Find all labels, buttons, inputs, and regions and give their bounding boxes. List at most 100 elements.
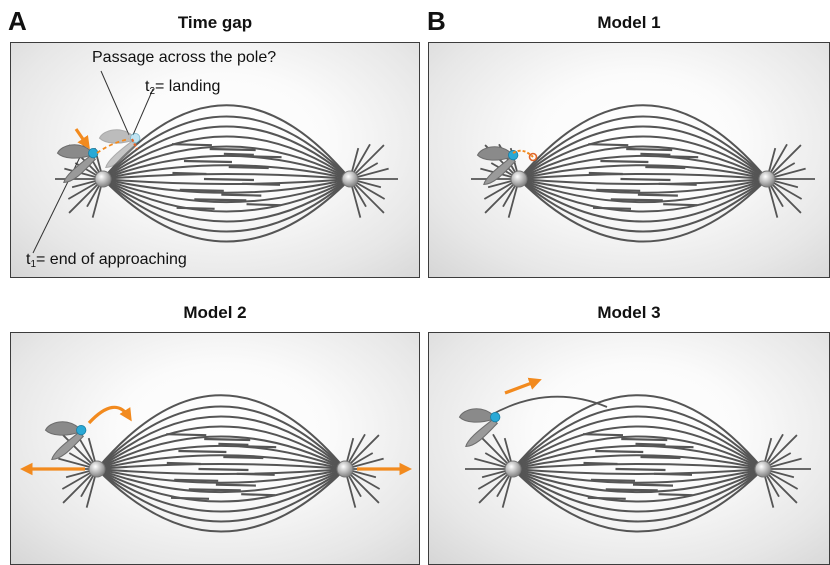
microtubule bbox=[102, 115, 351, 180]
microtubule bbox=[512, 425, 764, 470]
microtubule-fragment bbox=[583, 461, 618, 466]
microtubule-fragment bbox=[179, 188, 224, 192]
title-model-3: Model 3 bbox=[597, 303, 661, 322]
microtubule-fragment bbox=[640, 152, 671, 156]
microtubule-fragment bbox=[203, 177, 254, 182]
microtubule-fragment bbox=[662, 155, 699, 159]
microtubule bbox=[96, 463, 346, 470]
kinetochore bbox=[130, 132, 141, 144]
microtubule-fragment bbox=[658, 493, 693, 497]
microtubule-fragment bbox=[615, 467, 666, 472]
microtubule bbox=[102, 178, 351, 213]
microtubule bbox=[96, 468, 346, 494]
microtubule-fragment bbox=[218, 442, 249, 446]
spindle-diagram-model-2 bbox=[19, 394, 413, 533]
microtubule-fragment bbox=[242, 182, 281, 186]
microtubule-fragment bbox=[221, 193, 262, 197]
panel-letter-a: A bbox=[8, 6, 27, 36]
microtubule-fragment bbox=[588, 171, 623, 176]
microtubule-fragment bbox=[653, 472, 693, 476]
microtubule bbox=[512, 444, 764, 470]
microtubule-fragment bbox=[663, 203, 698, 207]
pointer-line-t2 bbox=[132, 88, 154, 136]
microtubule-fragment bbox=[166, 461, 201, 466]
microtubule-fragment bbox=[176, 206, 215, 210]
microtubule-fragment bbox=[228, 165, 269, 170]
panel-model-1 bbox=[428, 42, 830, 278]
centrosome-right bbox=[758, 170, 776, 188]
microtubule bbox=[518, 178, 768, 223]
label-t2-landing: t2= landing bbox=[145, 78, 221, 97]
microtubule-fragment bbox=[605, 488, 658, 492]
microtubule-fragment bbox=[198, 467, 249, 472]
chromosome bbox=[44, 421, 87, 461]
label-passage-question: Passage across the pole? bbox=[92, 49, 277, 66]
chromosome-arm bbox=[56, 144, 92, 159]
panel-letter-b: B bbox=[427, 6, 446, 36]
spindle bbox=[471, 104, 815, 243]
microtubule-fragment bbox=[194, 198, 247, 202]
microtubule-fragment bbox=[620, 177, 671, 182]
microtubule-fragment bbox=[178, 449, 227, 454]
microtubule bbox=[96, 468, 346, 533]
chromosome-arm bbox=[63, 154, 97, 184]
chromosome-arm bbox=[44, 421, 80, 436]
kinetochore bbox=[88, 147, 99, 159]
microtubule bbox=[518, 135, 768, 180]
microtubule bbox=[512, 468, 764, 475]
microtubule-fragment bbox=[223, 455, 264, 460]
centrosome-right bbox=[754, 460, 772, 478]
microtubule bbox=[512, 468, 764, 503]
microtubule-fragment bbox=[658, 182, 697, 186]
microtubule bbox=[102, 154, 351, 180]
microtubule-fragment bbox=[204, 437, 251, 442]
passage-arrow bbox=[87, 405, 132, 425]
microtubule-fragment bbox=[172, 171, 207, 176]
centrosome-left bbox=[94, 170, 112, 188]
microtubule bbox=[518, 178, 768, 194]
microtubule-fragment bbox=[635, 442, 666, 446]
microtubule-fragment bbox=[590, 478, 636, 482]
microtubule bbox=[512, 468, 764, 484]
microtubule bbox=[96, 468, 346, 484]
microtubule-fragment bbox=[588, 143, 629, 147]
spindle bbox=[55, 104, 398, 243]
microtubule bbox=[512, 468, 764, 533]
spindle-diagram-model-3 bbox=[458, 377, 811, 533]
microtubule bbox=[512, 394, 764, 470]
microtubule-fragment bbox=[600, 159, 649, 164]
kinetochore-path bbox=[512, 149, 534, 158]
microtubule-fragment bbox=[215, 483, 256, 487]
microtubule-fragment bbox=[621, 437, 668, 442]
microtubule bbox=[518, 145, 768, 180]
centrosome-left bbox=[510, 170, 528, 188]
panel-model-2 bbox=[10, 332, 420, 565]
kinetochore-fiber bbox=[131, 138, 138, 150]
microtubule-fragment bbox=[610, 198, 663, 202]
microtubule-fragment bbox=[183, 159, 232, 164]
microtubule bbox=[512, 454, 764, 470]
chromosome-arm bbox=[465, 418, 499, 448]
microtubule bbox=[96, 405, 346, 470]
microtubule bbox=[512, 468, 764, 523]
microtubule bbox=[518, 178, 768, 233]
centrosome-right bbox=[341, 170, 359, 188]
microtubule bbox=[102, 125, 351, 180]
microtubule-fragment bbox=[626, 147, 673, 152]
microtubule bbox=[102, 178, 351, 243]
kinetochore bbox=[490, 411, 501, 423]
centrosome-right bbox=[336, 460, 354, 478]
passage-path bbox=[96, 138, 130, 154]
microtubule-fragment bbox=[223, 152, 254, 156]
chromosome-arm bbox=[483, 156, 517, 186]
chromosome-arm bbox=[458, 408, 494, 423]
spindle bbox=[49, 394, 393, 533]
microtubule-fragment bbox=[592, 206, 632, 210]
microtubule bbox=[96, 444, 346, 470]
microtubule bbox=[96, 468, 346, 475]
microtubule bbox=[96, 394, 346, 470]
approach-arrow bbox=[74, 128, 90, 150]
microtubule-fragment bbox=[241, 493, 276, 497]
panel-model-3 bbox=[428, 332, 830, 565]
microtubule-fragment bbox=[246, 203, 281, 207]
